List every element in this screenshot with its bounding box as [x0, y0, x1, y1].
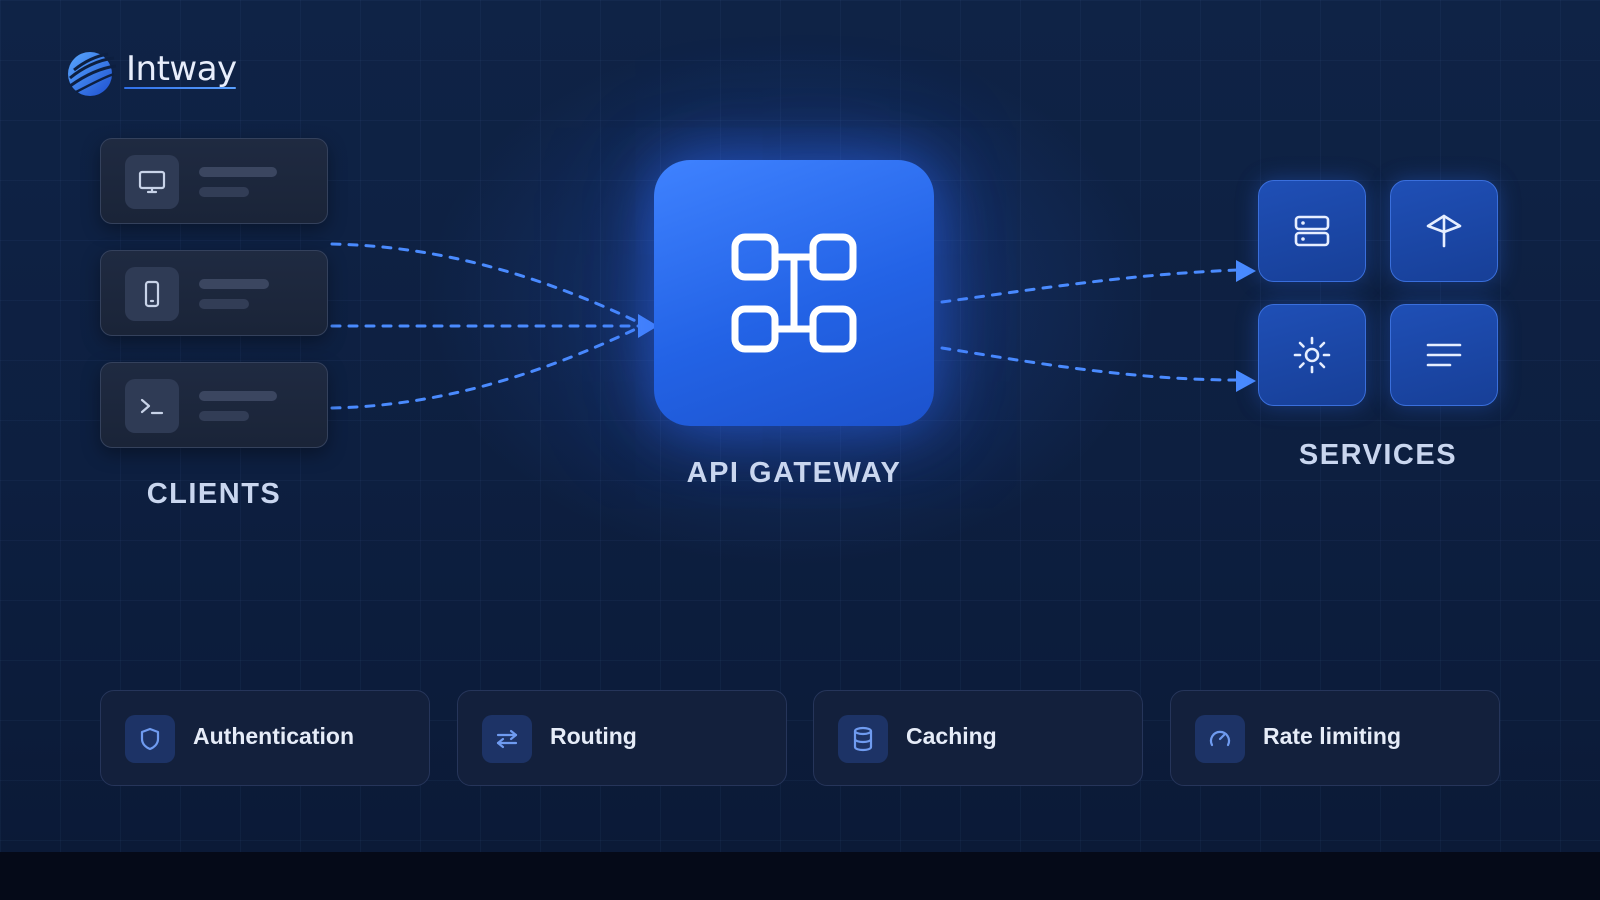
sun-icon	[1293, 336, 1331, 374]
bottom-letterbox	[0, 852, 1600, 900]
connector-desktop-to-gateway	[330, 242, 644, 326]
services-label: SERVICES	[1298, 439, 1458, 471]
lines-icon	[1426, 343, 1462, 367]
arrowhead-gateway	[638, 314, 658, 338]
network-nodes-icon	[731, 233, 857, 353]
shield-icon	[125, 715, 175, 763]
connector-terminal-to-gateway	[330, 324, 644, 410]
connector-lines	[330, 242, 1256, 410]
signpost-icon	[1426, 214, 1462, 248]
feature-label: Authentication	[193, 723, 354, 749]
service-tile-server[interactable]	[1258, 180, 1366, 282]
client-card-desktop[interactable]	[100, 138, 328, 224]
globe-logo-icon	[68, 52, 117, 96]
diagram-canvas: Intway	[0, 0, 1600, 852]
feature-card-authentication[interactable]: Authentication	[100, 690, 430, 786]
feature-label: Caching	[906, 723, 997, 749]
clients-label: CLIENTS	[146, 478, 282, 510]
connector-gateway-to-services-bottom	[940, 346, 1240, 382]
client-card-terminal[interactable]	[100, 362, 328, 448]
placeholder-line	[199, 299, 249, 309]
feature-card-rate-limiting[interactable]: Rate limiting	[1170, 690, 1500, 786]
service-tile-settings[interactable]	[1258, 304, 1366, 406]
placeholder-line	[199, 187, 249, 197]
service-tile-list[interactable]	[1390, 304, 1498, 406]
placeholder-line	[199, 411, 249, 421]
brand-underline	[124, 87, 236, 89]
arrows-exchange-icon	[482, 715, 532, 763]
api-gateway-label: API GATEWAY	[686, 457, 902, 489]
database-icon	[838, 715, 888, 763]
connector-gateway-to-services-top	[940, 268, 1240, 304]
arrowhead-services-bottom	[1236, 370, 1256, 392]
gauge-icon	[1195, 715, 1245, 763]
api-gateway-node[interactable]	[654, 160, 934, 426]
placeholder-line	[199, 391, 277, 401]
desktop-icon	[125, 155, 179, 209]
client-card-mobile[interactable]	[100, 250, 328, 336]
feature-label: Rate limiting	[1263, 723, 1402, 749]
service-tile-signpost[interactable]	[1390, 180, 1498, 282]
arrowhead-services-top	[1236, 260, 1256, 282]
server-icon	[1294, 215, 1330, 247]
feature-card-routing[interactable]: Routing	[457, 690, 787, 786]
mobile-icon	[125, 267, 179, 321]
placeholder-line	[199, 279, 269, 289]
feature-label: Routing	[550, 723, 637, 749]
brand-logo: Intway	[64, 48, 237, 98]
terminal-icon	[125, 379, 179, 433]
feature-card-caching[interactable]: Caching	[813, 690, 1143, 786]
brand-name: Intway	[126, 49, 237, 89]
placeholder-line	[199, 167, 277, 177]
